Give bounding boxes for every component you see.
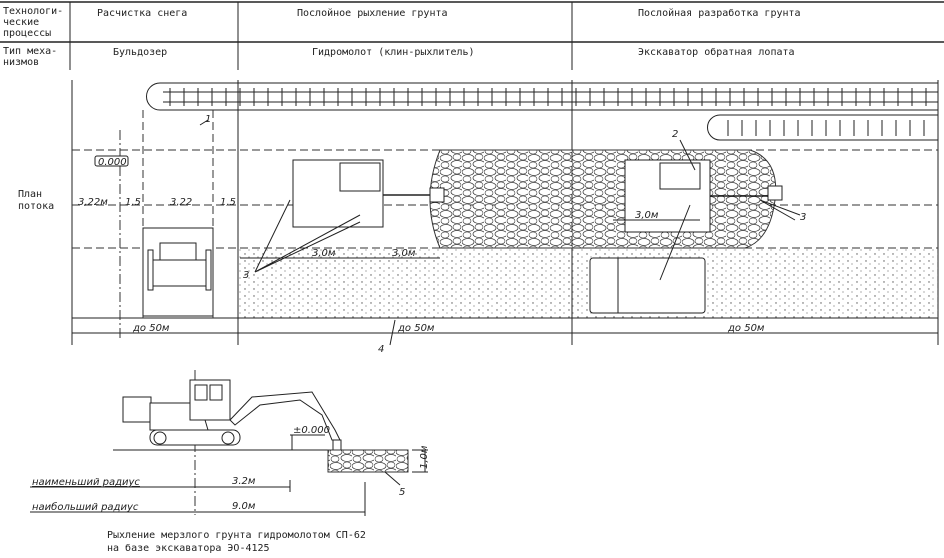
- min-radius-value: 3.2м: [232, 476, 256, 487]
- mechanism-excavator: Экскаватор обратная лопата: [638, 46, 795, 58]
- process-snow-clearing: Расчистка снега: [97, 8, 187, 19]
- dim-4: 1,5: [220, 197, 236, 208]
- process-soil-loosening: Послойное рыхление грунта: [297, 7, 448, 19]
- callout-3-right: 3: [800, 212, 806, 223]
- row-label-mechanisms-2: низмов: [3, 57, 39, 68]
- callout-3-left: 3: [243, 270, 249, 281]
- row-label-mechanisms-1: Тип меха-: [3, 46, 57, 57]
- section-view: ±0.000 1,0м 5 наименьший радиус 3.2м наи…: [30, 370, 430, 554]
- dim-1: 3,22м: [78, 197, 108, 208]
- length-loosening: до 50м: [397, 323, 435, 334]
- row-label-processes-1: Технологи-: [3, 6, 63, 17]
- plan-elevation-mark: 0.000: [98, 157, 127, 168]
- length-excavation: до 50м: [727, 323, 765, 334]
- callout-2: 2: [672, 129, 678, 140]
- min-radius-label: наименьший радиус: [32, 477, 140, 488]
- distance-1: 3,0м: [312, 248, 336, 259]
- caption-line-1: Рыхление мерзлого грунта гидромолотом СП…: [107, 530, 366, 541]
- distance-2: 3,0м: [392, 248, 416, 259]
- callout-4: 4: [378, 344, 384, 355]
- hydrohammer-excavator-icon: [292, 159, 445, 228]
- max-radius-value: 9.0м: [232, 501, 256, 512]
- length-snow: до 50м: [132, 323, 170, 334]
- dim-2: 1,5: [125, 197, 141, 208]
- dim-3: 3,22: [170, 197, 192, 208]
- process-soil-excavation: Послойная разработка грунта: [638, 7, 801, 19]
- plan-view: План потока 0.000 3,22м 1,5 3,22 1,5: [18, 80, 939, 355]
- caption-line-2: на базе экскаватора ЭО-4125: [107, 542, 270, 554]
- plan-label-1: План: [18, 189, 42, 200]
- distance-3: 3,0м: [635, 210, 659, 221]
- bulldozer-icon: [142, 227, 214, 317]
- callout-5: 5: [399, 487, 405, 498]
- callout-1: 1: [205, 114, 211, 125]
- section-elevation: ±0.000: [293, 425, 330, 436]
- dump-truck-icon: [589, 257, 706, 314]
- max-radius-label: наибольший радиус: [32, 501, 139, 513]
- header-table: Технологи- ческие процессы Тип меха- низ…: [0, 1, 944, 70]
- section-depth: 1,0м: [419, 445, 430, 469]
- mechanism-bulldozer: Бульдозер: [113, 47, 167, 58]
- row-label-processes-3: процессы: [3, 28, 51, 39]
- row-label-processes-2: ческие: [3, 17, 39, 28]
- mechanism-hydrohammer: Гидромолот (клин-рыхлитель): [312, 47, 475, 58]
- plan-label-2: потока: [18, 201, 54, 212]
